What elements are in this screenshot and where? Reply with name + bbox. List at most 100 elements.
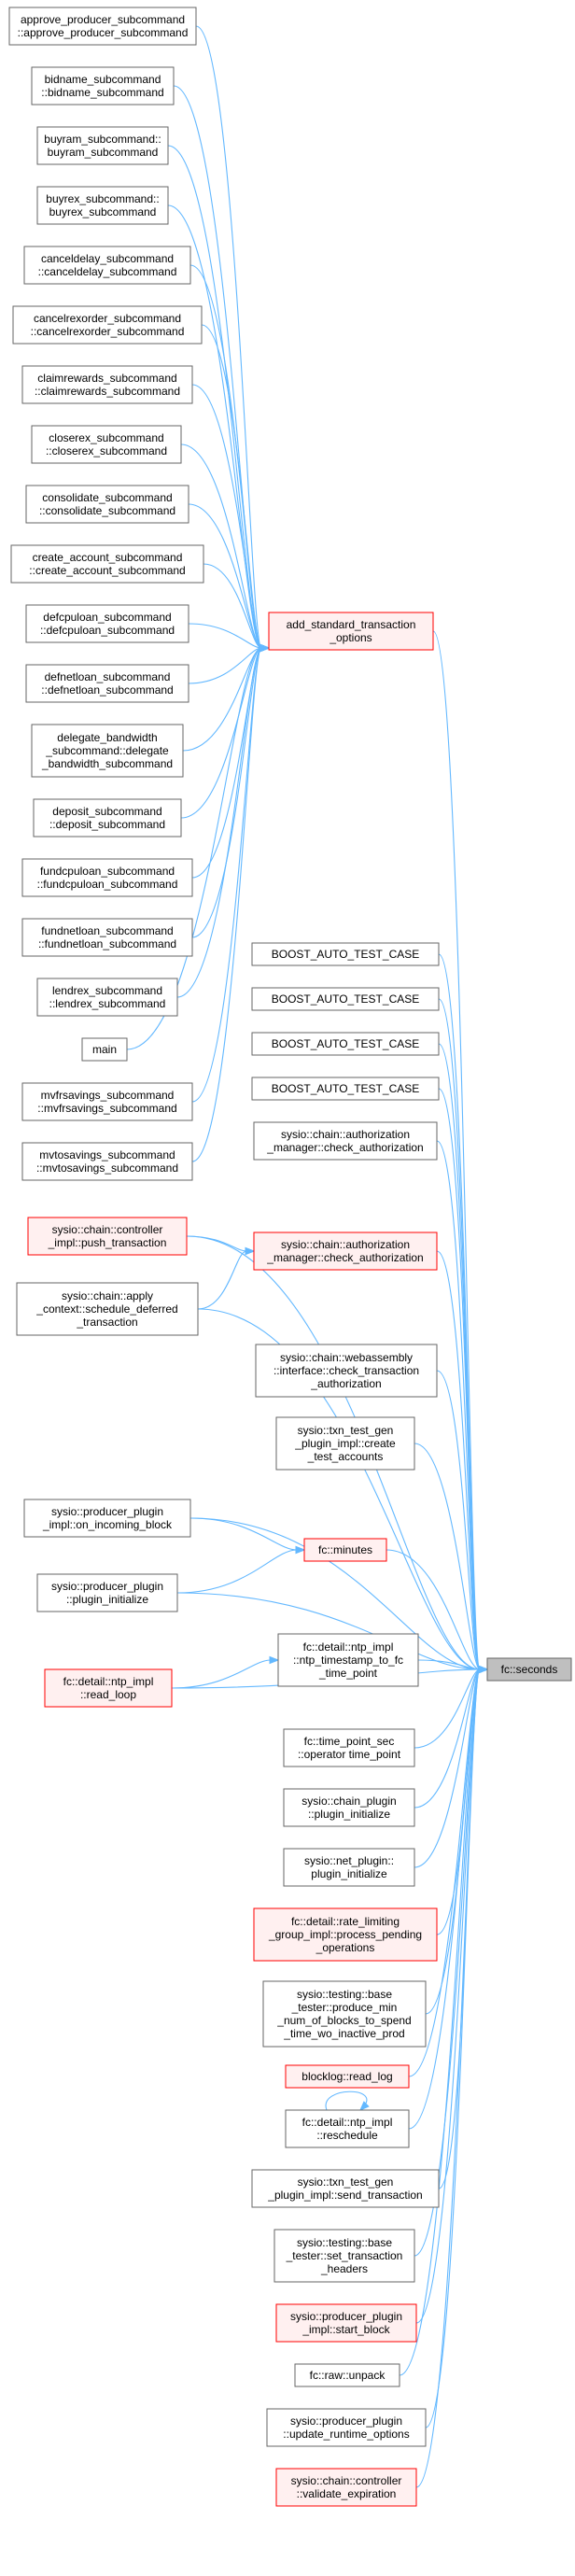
- node-label-line: sysio::chain::controller: [291, 2474, 402, 2487]
- node-closerex[interactable]: closerex_subcommand::closerex_subcommand: [31, 425, 182, 464]
- node-buyram[interactable]: buyram_subcommand::buyram_subcommand: [36, 126, 169, 165]
- node-base-set-hdr[interactable]: sysio::testing::base_tester::set_transac…: [273, 2229, 415, 2283]
- node-fc-minutes[interactable]: fc::minutes: [303, 1538, 387, 1562]
- node-blocklog[interactable]: blocklog::read_log: [285, 2064, 410, 2089]
- node-tps-op[interactable]: fc::time_point_sec::operator time_point: [283, 1728, 415, 1767]
- node-cancelrexorder[interactable]: cancelrexorder_subcommand::cancelrexorde…: [12, 305, 203, 345]
- node-auth-mgr-b[interactable]: sysio::chain::authorization_manager::che…: [253, 1232, 438, 1271]
- node-prod-start[interactable]: sysio::producer_plugin_impl::start_block: [275, 2303, 417, 2343]
- node-label-line: _plugin_impl::create: [294, 1437, 396, 1450]
- node-rate-lim[interactable]: fc::detail::rate_limiting_group_impl::pr…: [253, 1907, 438, 1962]
- node-box: [33, 798, 182, 838]
- node-boost2[interactable]: BOOST_AUTO_TEST_CASE: [251, 987, 440, 1011]
- node-prod-incoming[interactable]: sysio::producer_plugin_impl::on_incoming…: [23, 1499, 191, 1538]
- edge-line: [432, 630, 481, 1670]
- node-mvtosavings[interactable]: mvtosavings_subcommand::mvtosavings_subc…: [21, 1142, 193, 1181]
- node-box: [255, 1344, 438, 1398]
- node-label-line: _impl::on_incoming_block: [42, 1518, 173, 1531]
- node-defcpuloan[interactable]: defcpuloan_subcommand::defcpuloan_subcom…: [25, 604, 189, 643]
- node-delegate[interactable]: delegate_bandwidth_subcommand::delegate_…: [31, 724, 184, 778]
- node-ctrl-validate[interactable]: sysio::chain::controller::validate_expir…: [275, 2468, 417, 2507]
- node-add-std[interactable]: add_standard_transaction_options: [268, 612, 434, 651]
- node-chain-init[interactable]: sysio::chain_plugin::plugin_initialize: [283, 1788, 415, 1827]
- node-label-line: buyrex_subcommand::: [46, 192, 159, 205]
- node-label-line: ::read_loop: [80, 1688, 136, 1701]
- node-label-line: _impl::start_block: [302, 2323, 390, 2336]
- edge-line: [188, 503, 262, 649]
- node-ntp-resched[interactable]: fc::detail::ntp_impl::reschedule: [285, 2109, 410, 2148]
- node-lendrex[interactable]: lendrex_subcommand::lendrex_subcommand: [36, 978, 178, 1017]
- edge-line: [203, 563, 262, 649]
- node-prod-init[interactable]: sysio::producer_plugin::plugin_initializ…: [36, 1573, 178, 1612]
- node-ntp-read[interactable]: fc::detail::ntp_impl::read_loop: [44, 1668, 173, 1708]
- node-label-line: mvtosavings_subcommand: [39, 1148, 175, 1161]
- node-wasm-iface[interactable]: sysio::chain::webassembly::interface::ch…: [255, 1344, 438, 1398]
- node-consolidate[interactable]: consolidate_subcommand::consolidate_subc…: [25, 485, 189, 524]
- node-box: [268, 612, 434, 651]
- node-ntp-ts[interactable]: fc::detail::ntp_impl::ntp_timestamp_to_f…: [277, 1633, 419, 1687]
- node-label-line: closerex_subcommand: [49, 431, 163, 444]
- node-label-line: _authorization: [310, 1377, 381, 1390]
- node-label-line: canceldelay_subcommand: [41, 252, 174, 265]
- edge-line: [414, 1443, 481, 1670]
- node-label-line: mvfrsavings_subcommand: [41, 1089, 175, 1102]
- node-label-line: ::fundnetloan_subcommand: [38, 937, 176, 950]
- node-defnetloan[interactable]: defnetloan_subcommand::defnetloan_subcom…: [25, 664, 189, 703]
- node-label-line: sysio::txn_test_gen: [298, 2175, 394, 2189]
- edge-ntp-read-to-ntp-ts: [171, 1655, 280, 1689]
- node-boost3[interactable]: BOOST_AUTO_TEST_CASE: [251, 1032, 440, 1056]
- node-mvfrsavings[interactable]: mvfrsavings_subcommand::mvfrsavings_subc…: [21, 1082, 193, 1121]
- edge-ntp-resched-to-fc-seconds: [408, 1665, 489, 2130]
- node-label-line: sysio::chain::webassembly: [280, 1351, 413, 1364]
- node-txn-create[interactable]: sysio::txn_test_gen_plugin_impl::create_…: [275, 1416, 415, 1471]
- node-box: [262, 1980, 427, 2048]
- node-label-line: ::mvfrsavings_subcommand: [37, 1102, 176, 1115]
- node-label-line: sysio::chain::controller: [52, 1223, 163, 1236]
- node-prod-update[interactable]: sysio::producer_plugin::update_runtime_o…: [266, 2408, 427, 2447]
- edge-line: [415, 1668, 481, 2488]
- node-approve[interactable]: approve_producer_subcommand::approve_pro…: [8, 7, 197, 46]
- node-box: [275, 1416, 415, 1471]
- node-label-line: ::plugin_initialize: [66, 1593, 148, 1606]
- node-txn-send[interactable]: sysio::txn_test_gen_plugin_impl::send_tr…: [251, 2169, 440, 2208]
- edge-prod-incoming-to-fc-minutes: [189, 1517, 306, 1555]
- node-label-line: add_standard_transaction: [287, 618, 416, 631]
- edge-boost2-to-fc-seconds: [438, 998, 489, 1674]
- node-label-line: _bandwidth_subcommand: [41, 757, 173, 770]
- node-bidname[interactable]: bidname_subcommand::bidname_subcommand: [31, 66, 175, 106]
- node-label-line: sysio::producer_plugin: [290, 2310, 402, 2323]
- node-main[interactable]: main: [81, 1037, 128, 1062]
- edge-deposit-to-add-std: [180, 643, 271, 819]
- edge-cancelrexorder-to-add-std: [201, 324, 271, 653]
- edge-line: [188, 647, 262, 684]
- node-label-line: ::bidname_subcommand: [41, 86, 163, 99]
- node-create-account[interactable]: create_account_subcommand::create_accoun…: [10, 544, 204, 584]
- node-label-line: ::plugin_initialize: [308, 1808, 390, 1821]
- node-base-produce[interactable]: sysio::testing::base_tester::produce_min…: [262, 1980, 427, 2048]
- node-claimrewards[interactable]: claimrewards_subcommand::claimrewards_su…: [21, 365, 193, 404]
- node-box: [21, 1142, 193, 1181]
- node-deposit[interactable]: deposit_subcommand::deposit_subcommand: [33, 798, 182, 838]
- node-boost1[interactable]: BOOST_AUTO_TEST_CASE: [251, 942, 440, 966]
- node-push-tx[interactable]: sysio::chain::controller_impl::push_tran…: [27, 1217, 188, 1256]
- node-boost4[interactable]: BOOST_AUTO_TEST_CASE: [251, 1077, 440, 1101]
- node-auth-mgr-a[interactable]: sysio::chain::authorization_manager::che…: [253, 1121, 438, 1161]
- edge-line: [167, 204, 262, 649]
- node-label-line: _test_accounts: [307, 1450, 384, 1463]
- edge-line: [197, 1250, 247, 1310]
- node-label-line: ::canceldelay_subcommand: [38, 265, 177, 278]
- edge-line: [189, 1517, 298, 1551]
- node-apply-ctx[interactable]: sysio::chain::apply_context::schedule_de…: [16, 1282, 199, 1336]
- node-label-line: buyram_subcommand::: [44, 133, 161, 146]
- node-label-line: ::closerex_subcommand: [46, 444, 167, 457]
- node-raw-unpack[interactable]: fc::raw::unpack: [294, 2363, 400, 2387]
- node-net-init[interactable]: sysio::net_plugin::plugin_initialize: [283, 1848, 415, 1887]
- node-label-line: sysio::chain::authorization: [281, 1238, 410, 1251]
- node-fundnetloan[interactable]: fundnetloan_subcommand::fundnetloan_subc…: [21, 918, 193, 957]
- node-buyrex[interactable]: buyrex_subcommand::buyrex_subcommand: [36, 186, 169, 225]
- edge-auth-mgr-b-to-fc-seconds: [436, 1250, 489, 1674]
- node-canceldelay[interactable]: canceldelay_subcommand::canceldelay_subc…: [23, 246, 191, 285]
- node-label-line: buyrex_subcommand: [49, 205, 157, 218]
- node-label-line: _time_point: [318, 1667, 378, 1680]
- node-fundcpuloan[interactable]: fundcpuloan_subcommand::fundcpuloan_subc…: [21, 858, 193, 897]
